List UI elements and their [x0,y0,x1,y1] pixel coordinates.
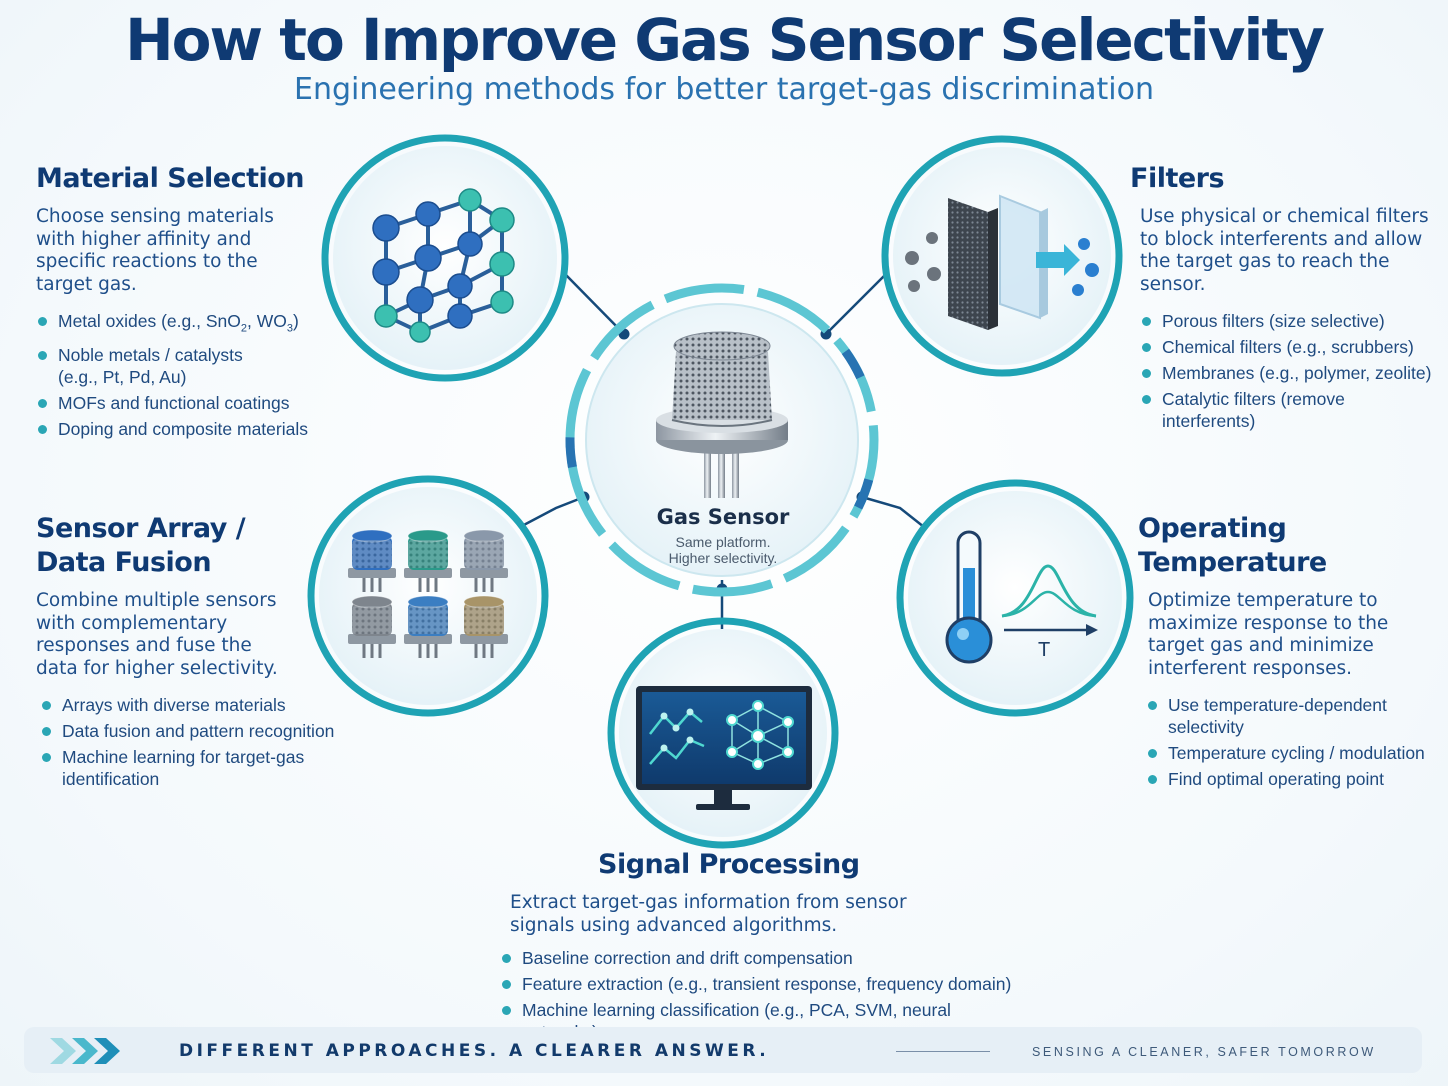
footer-slogan: SENSING A CLEANER, SAFER TOMORROW [1032,1045,1376,1059]
filters-bullet: Catalytic filters (remove interferents) [1140,388,1442,432]
signal-bullet: Baseline correction and drift compensati… [500,947,1028,969]
mini-sensor-icon [348,529,396,592]
signal-panel: Signal Processing Extract target-gas inf… [498,848,1028,1047]
array-desc: Combine multiple sensors with complement… [36,590,278,679]
footer-banner: DIFFERENT APPROACHES. A CLEARER ANSWER. … [24,1027,1422,1073]
filters-list: Porous filters (size selective) Chemical… [1130,310,1442,432]
material-icon-circle [321,134,569,382]
monitor-icon [636,686,812,810]
temperature-list: Use temperature-dependent selectivity Te… [1138,694,1438,790]
signal-bullet: Feature extraction (e.g., transient resp… [500,973,1028,995]
array-bullet: Arrays with diverse materials [40,694,356,716]
footer-divider [896,1051,990,1052]
material-list: Metal oxides (e.g., SnO2, WO3) Noble met… [36,310,326,440]
filters-bullet: Porous filters (size selective) [1140,310,1442,332]
array-bullet: Data fusion and pattern recognition [40,720,356,742]
center-label: Gas Sensor [656,505,790,529]
filters-desc: Use physical or chemical filters to bloc… [1140,206,1429,295]
filters-panel: Filters Use physical or chemical filters… [1130,162,1442,436]
material-desc: Choose sensing materials with higher aff… [36,206,274,295]
temperature-bullet: Find optimal operating point [1146,768,1438,790]
molecule-lattice-icon [372,188,515,343]
mini-sensor-icon [404,529,452,592]
signal-desc: Extract target-gas information from sens… [510,892,907,936]
page-title: How to Improve Gas Sensor Selectivity [125,6,1325,74]
center-sub-line2: Higher selectivity. [668,550,778,566]
array-list: Arrays with diverse materials Data fusio… [36,694,356,790]
page-subtitle: Engineering methods for better target-ga… [294,72,1154,107]
temperature-axis-label: T [1038,639,1050,661]
center-sublabel: Same platform. Higher selectivity. [600,534,846,566]
filter-membrane-icon [905,194,1099,330]
material-bullet: MOFs and functional coatings [36,392,326,414]
neural-network-icon [726,700,794,770]
mini-sensor-icon [460,595,508,658]
temperature-desc: Optimize temperature to maximize respons… [1148,590,1389,679]
array-title: Sensor Array /Data Fusion [36,513,246,578]
array-bullet: Machine learning for target-gas identifi… [40,746,332,790]
material-bullet: Metal oxides (e.g., SnO2, WO3) [36,310,326,340]
chevrons-icon [50,1038,120,1064]
material-bullet: Noble metals / catalysts(e.g., Pt, Pd, A… [36,344,326,388]
footer-tagline: DIFFERENT APPROACHES. A CLEARER ANSWER. [179,1041,770,1061]
mini-sensor-icon [348,595,396,658]
mini-sensor-icon [460,529,508,592]
material-panel: Material Selection Choose sensing materi… [36,162,326,444]
material-bullet: Doping and composite materials [36,418,326,440]
temperature-bullet: Use temperature-dependent selectivity [1146,694,1398,738]
array-panel: Sensor Array /Data Fusion Combine multip… [36,512,356,794]
thermometer-icon [945,530,993,664]
temperature-icon-circle [896,479,1134,717]
signal-list: Baseline correction and drift compensati… [498,947,1028,1043]
filters-bullet: Chemical filters (e.g., scrubbers) [1140,336,1442,358]
mini-sensor-icon [404,595,452,658]
center-sub-line1: Same platform. [675,534,771,550]
temperature-bullet: Temperature cycling / modulation [1146,742,1438,764]
temperature-title: Operating Temperature [1138,513,1327,578]
gas-sensor-icon [656,331,788,498]
material-title: Material Selection [36,163,305,194]
response-curve-icon [1001,564,1098,636]
filters-title: Filters [1130,163,1225,194]
signal-title: Signal Processing [598,849,860,880]
temperature-panel: Operating Temperature Optimize temperatu… [1138,512,1438,794]
sensor-array-icon [348,529,508,658]
filters-bullet: Membranes (e.g., polymer, zeolite) [1140,362,1442,384]
